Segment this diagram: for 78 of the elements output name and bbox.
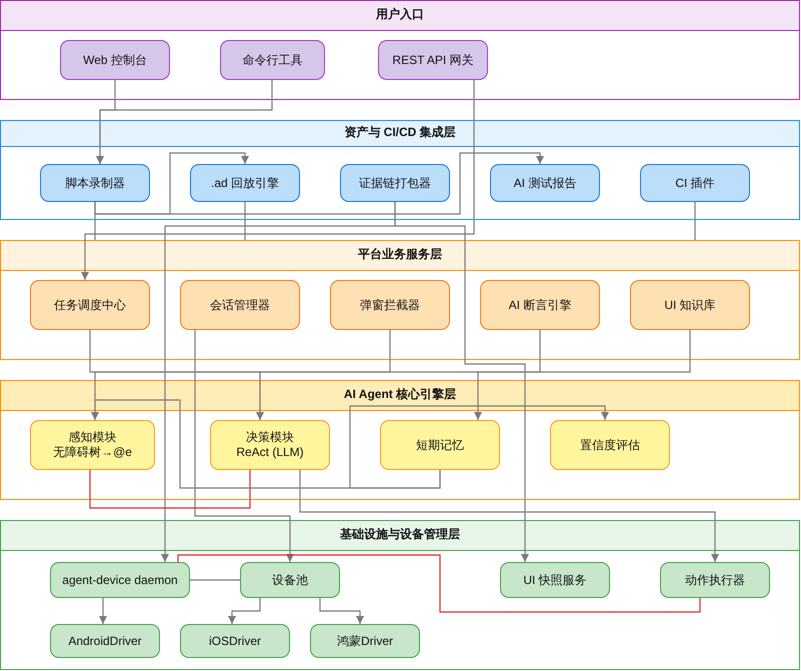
module-node: [380, 420, 500, 470]
connector-arrow: [81, 80, 475, 280]
connector-line: [89, 470, 251, 509]
connector-arrow: [256, 330, 541, 420]
module-node: [210, 420, 330, 470]
module-label: .ad 回放引擎: [210, 176, 279, 190]
layer-panel: [0, 120, 800, 220]
module-node: [378, 40, 488, 80]
module-label: 动作执行器: [685, 572, 745, 588]
module-label: AI 测试报告: [514, 176, 576, 190]
module-node: [30, 280, 150, 330]
module-subtitle: ReAct (LLM): [236, 445, 304, 460]
module-node: [30, 420, 155, 470]
module-label: 决策模块: [246, 430, 294, 445]
module-node: [220, 40, 325, 80]
module-subtitle: 无障碍树→@e: [53, 445, 132, 460]
module-node: [490, 164, 600, 202]
module-node: [180, 280, 300, 330]
module-node: [640, 164, 750, 202]
module-label: Web 控制台: [83, 52, 147, 68]
layer-title: 平台业务服务层: [358, 247, 442, 261]
module-label: CI 插件: [675, 176, 715, 190]
module-label: AndroidDriver: [68, 634, 142, 648]
layer-title: 用户入口: [376, 7, 424, 21]
connector-line: [244, 202, 246, 240]
connector-arrow: [349, 405, 609, 489]
module-node: [550, 420, 670, 470]
module-node: [500, 562, 610, 598]
connector-line: [94, 202, 96, 240]
module-node: [240, 562, 340, 598]
connector-arrow: [228, 598, 261, 624]
connector-line: [177, 554, 701, 613]
layer-panel: [0, 380, 800, 500]
module-label: 脚本录制器: [65, 176, 125, 190]
layer-title: AI Agent 核心引擎层: [344, 387, 456, 401]
module-label: AI 断言引擎: [508, 298, 572, 312]
module-label: 会话管理器: [210, 298, 270, 312]
module-label: UI 知识库: [664, 298, 716, 312]
connector-arrow: [96, 80, 273, 164]
module-label: agent-device daemon: [62, 572, 178, 588]
layer-panel: [0, 520, 800, 670]
connector-arrow: [474, 330, 691, 420]
layer-panel: [0, 240, 800, 360]
connector-arrow: [94, 152, 544, 215]
module-node: [190, 164, 300, 202]
connector-arrow: [299, 470, 719, 562]
connector-line: [694, 202, 696, 240]
module-node: [660, 562, 770, 598]
module-node: [50, 624, 160, 658]
module-label: 感知模块: [68, 430, 116, 445]
module-label: 设备池: [272, 572, 308, 588]
module-label: REST API 网关: [392, 52, 474, 68]
layer-title: 基础设施与设备管理层: [340, 527, 460, 541]
module-node: [40, 164, 150, 202]
connector-line: [190, 579, 240, 581]
module-node: [50, 562, 190, 598]
connector-arrow: [194, 330, 294, 562]
module-label: UI 快照服务: [523, 572, 587, 588]
module-label: 短期记忆: [416, 438, 464, 452]
module-label: 任务调度中心: [54, 298, 126, 312]
connector-arrow: [319, 598, 364, 624]
module-node: [60, 40, 170, 80]
module-node: [330, 280, 450, 330]
connector-arrow: [99, 598, 107, 624]
module-label: 置信度评估: [580, 438, 640, 452]
connector-arrow: [394, 202, 529, 562]
layer-title: 资产与 CI/CD 集成层: [344, 125, 456, 139]
module-node: [630, 280, 750, 330]
module-node: [310, 624, 420, 658]
module-node: [480, 280, 600, 330]
module-label: 命令行工具: [242, 52, 302, 68]
module-label: iOSDriver: [208, 634, 261, 648]
module-label: 证据链打包器: [359, 176, 431, 190]
module-label: 弹窗拦截器: [360, 298, 420, 312]
layer-panel: [0, 0, 800, 100]
module-label: 鸿蒙Driver: [337, 634, 393, 648]
module-node: [180, 624, 290, 658]
module-node: [340, 164, 450, 202]
